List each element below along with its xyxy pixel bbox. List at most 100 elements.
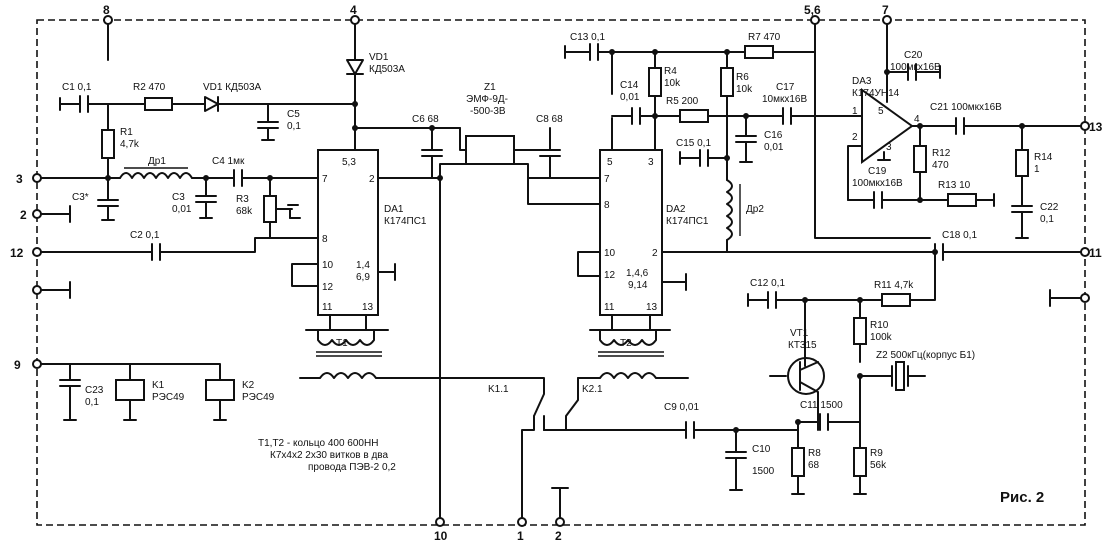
k2-value: РЭС49 <box>242 392 275 403</box>
da3-label: DA3 <box>852 76 872 87</box>
c3x-capacitor <box>97 177 119 221</box>
z1-value-2: -500-3В <box>470 106 506 117</box>
z1-filter <box>465 135 515 165</box>
c4-label: C4 1мк <box>212 156 245 167</box>
r1-label: R1 <box>120 127 133 138</box>
c16-capacitor <box>735 115 757 163</box>
r9-label: R9 <box>870 448 883 459</box>
c8-capacitor <box>539 127 561 179</box>
da3-pin-3: 3 <box>886 142 892 153</box>
c9-label: C9 0,01 <box>664 402 699 413</box>
terminal-8: 8 <box>103 3 113 25</box>
t1-secondary <box>299 372 393 379</box>
da2-pin-14b: 9,14 <box>628 280 648 291</box>
terminal-12-label: 12 <box>10 246 24 260</box>
da1-pin-8: 8 <box>322 234 328 245</box>
da2-pin-10: 10 <box>604 248 616 259</box>
da1-pin-11: 11 <box>322 302 333 313</box>
da2-chip <box>599 149 663 316</box>
note-line-1: T1,T2 - кольцо 400 600НН <box>258 438 378 449</box>
r14-value: 1 <box>1034 164 1040 175</box>
dr2-label: Др2 <box>746 204 764 215</box>
k2-label: K2 <box>242 380 255 391</box>
c22-value: 0,1 <box>1040 214 1054 225</box>
r4-resistor <box>648 67 662 97</box>
r9-resistor <box>853 447 867 477</box>
c20-label: C20 <box>904 50 923 61</box>
c18-label: C18 0,1 <box>942 230 977 241</box>
r8-value: 68 <box>808 460 820 471</box>
k21-contact <box>543 377 579 431</box>
da2-pin-7: 7 <box>604 174 610 185</box>
c22-label: C22 <box>1040 202 1059 213</box>
r13-resistor <box>947 193 977 207</box>
da2-label: DA2 <box>666 204 686 215</box>
t2-secondary <box>577 372 689 379</box>
k11-contact <box>391 377 545 417</box>
terminal-13: 13 <box>1080 120 1103 134</box>
r6-resistor <box>720 67 734 97</box>
terminal-5-6-label: 5,6 <box>804 3 821 17</box>
c14-capacitor <box>631 107 641 125</box>
r9-value: 56k <box>870 460 887 471</box>
terminal-2-bottom: 2 <box>555 517 565 543</box>
r5-resistor <box>679 109 709 123</box>
c14-label: C14 <box>620 80 639 91</box>
r14-label: R14 <box>1034 152 1053 163</box>
c14-value: 0,01 <box>620 92 640 103</box>
note-line-3: провода ПЭВ-2 0,2 <box>308 462 396 473</box>
c3x-label: C3* <box>72 192 89 203</box>
terminal-10: 10 <box>434 517 448 543</box>
r8-label: R8 <box>808 448 821 459</box>
terminal-11-label: 11 <box>1089 246 1102 260</box>
terminal-8-label: 8 <box>103 3 110 17</box>
da3-pin-1: 1 <box>852 106 858 117</box>
terminal-2-left: 2 <box>20 208 42 222</box>
da2-pin-12: 12 <box>604 270 616 281</box>
terminal-5-6: 5,6 <box>804 3 821 25</box>
c1-capacitor <box>79 95 89 113</box>
terminal-12: 12 <box>10 246 42 260</box>
terminal-4-label: 4 <box>350 3 357 17</box>
c8-label: C8 68 <box>536 114 563 125</box>
figure-caption: Рис. 2 <box>1000 489 1044 506</box>
r7-resistor <box>744 45 774 59</box>
da1-pin-12: 12 <box>322 282 334 293</box>
r8-resistor <box>791 447 805 477</box>
terminal-3-label: 3 <box>16 172 23 186</box>
c20-capacitor <box>907 63 917 81</box>
r11-resistor <box>881 293 911 307</box>
terminal-2-bottom-label: 2 <box>555 529 562 543</box>
c17-capacitor <box>782 107 792 125</box>
terminal-1: 1 <box>517 517 527 543</box>
c10-capacitor <box>725 429 747 491</box>
terminal-right-unlabelled <box>1080 293 1090 303</box>
vd1-diode <box>204 96 219 112</box>
r12-value: 470 <box>932 160 949 171</box>
c3-label: C3 <box>172 192 185 203</box>
vt1-value: КТ315 <box>788 340 817 351</box>
vd1-vertical-value: КД503А <box>369 64 405 75</box>
r12-label: R12 <box>932 148 951 159</box>
da2-pin-5: 5 <box>607 157 613 168</box>
c1-label: C1 0,1 <box>62 82 92 93</box>
r3-value: 68k <box>236 206 253 217</box>
c5-capacitor <box>257 103 279 141</box>
z1-label: Z1 <box>484 82 496 93</box>
note-line-2: К7х4х2 2х30 витков в два <box>270 450 388 461</box>
c3-capacitor <box>195 177 217 219</box>
c5-value: 0,1 <box>287 121 301 132</box>
r13-label: R13 10 <box>938 180 971 191</box>
da2-value: К174ПС1 <box>666 216 709 227</box>
terminal-unlabelled <box>32 285 42 295</box>
c10-label: C10 <box>752 444 771 455</box>
c13-label: C13 0,1 <box>570 32 605 43</box>
c9-capacitor <box>685 421 695 439</box>
terminal-11: 11 <box>1080 246 1102 260</box>
k1-label: K1 <box>152 380 165 391</box>
c12-label: C12 0,1 <box>750 278 785 289</box>
da3-pin-2: 2 <box>852 132 858 143</box>
r4-label: R4 <box>664 66 677 77</box>
c23-capacitor <box>59 379 81 421</box>
r4-value: 10k <box>664 78 681 89</box>
